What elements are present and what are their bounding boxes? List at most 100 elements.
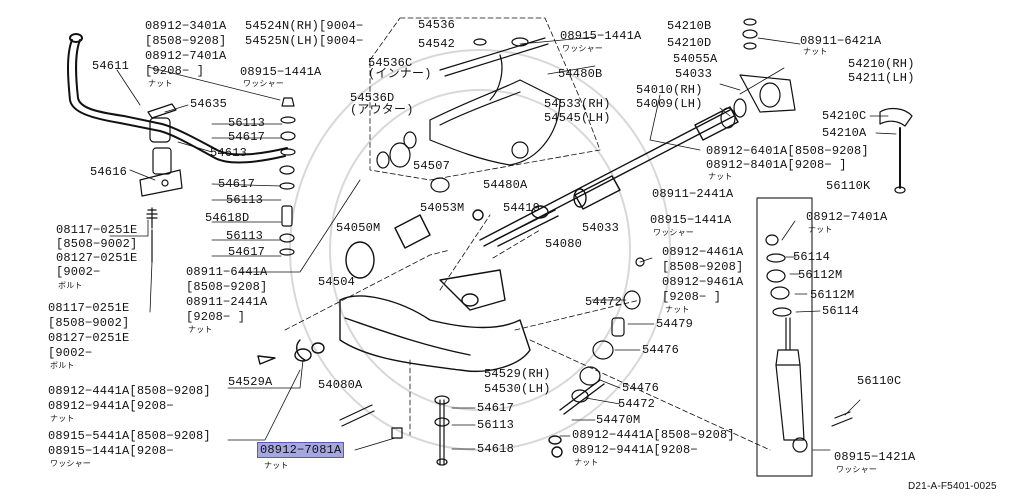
washer-note-c: ワッシャー — [653, 228, 694, 237]
part-08911-6421A: 08911−6421A — [800, 34, 882, 48]
nut-note-b: ナット — [803, 47, 828, 56]
part-54529-rh: 54529(RH) — [484, 367, 551, 381]
nut-note-d: ナット — [808, 225, 833, 234]
part-56113-b: 56113 — [226, 193, 264, 207]
part-54545-lh: 54545(LH) — [544, 111, 611, 125]
part-54611: 54611 — [92, 59, 130, 73]
dashed-outline-lines — [284, 17, 771, 451]
part-56110K: 56110K — [826, 179, 871, 193]
washer-note-a: ワッシャー — [562, 44, 603, 53]
part-54536D: 54536D — [350, 91, 395, 105]
part-54616: 54616 — [90, 165, 128, 179]
part-54536C: 54536C — [368, 56, 413, 70]
part-54536: 54536 — [418, 18, 456, 32]
part-56113-d: 56113 — [477, 418, 515, 432]
range-8508-9208-b: [8508−9208] — [662, 260, 744, 274]
part-54472-b: 54472 — [618, 397, 656, 411]
part-08915-1441A-c: 08915−1441A — [650, 213, 732, 227]
range-8508-9208-a: [8508−9208] — [145, 34, 227, 48]
nut-note-c: ナット — [708, 172, 733, 181]
part-54613: 54613 — [210, 146, 248, 160]
nut-note-g: ナット — [50, 414, 75, 423]
part-08915-1441A-b: 08915−1441A — [240, 65, 322, 79]
part-54507: 54507 — [413, 159, 451, 173]
part-54533-rh: 54533(RH) — [544, 97, 611, 111]
part-54470M: 54470M — [596, 413, 641, 427]
part-56114-a: 56114 — [793, 250, 831, 264]
stabilizer-bracket — [139, 103, 183, 263]
washer-note-d: ワッシャー — [50, 459, 91, 468]
drawing-code: D21-A-F5401-0025 — [908, 481, 997, 492]
part-54055A: 54055A — [673, 52, 718, 66]
range-9208-b: [9208− ] — [662, 290, 722, 304]
part-54617-b: 54617 — [218, 177, 256, 191]
part-56110C: 56110C — [857, 374, 902, 388]
stabilizer-bar — [67, 33, 288, 164]
part-08915-1421A: 08915−1421A — [834, 450, 916, 464]
part-08127-0251E-b: 08127−0251E — [48, 331, 130, 345]
part-56112M-b: 56112M — [810, 288, 855, 302]
part-54210C: 54210C — [822, 109, 867, 123]
part-08912-7401A-b: 08912−7401A — [806, 210, 888, 224]
bolt-bottom — [339, 395, 450, 466]
nut-note-f: ナット — [188, 325, 213, 334]
part-08915-1441A-d: 08915−1441A[9208− — [48, 444, 174, 458]
part-54617-a: 54617 — [228, 130, 266, 144]
inner-note: (インナー) — [368, 67, 432, 81]
part-56113-c: 56113 — [226, 229, 264, 243]
part-54419: 54419 — [503, 201, 541, 215]
nut-note-i: ナット — [264, 461, 289, 470]
part-56113-a: 56113 — [228, 116, 266, 130]
part-54033-b: 54033 — [582, 221, 620, 235]
part-54542: 54542 — [418, 37, 456, 51]
leader-lines — [109, 36, 897, 451]
part-54617-d: 54617 — [477, 401, 515, 415]
upper-control-arm — [376, 37, 561, 193]
part-54480A: 54480A — [483, 178, 528, 192]
part-08915-1441A-a: 08915−1441A — [560, 29, 642, 43]
part-08912-6401A: 08912−6401A[8508−9208] — [706, 144, 869, 158]
part-08915-5441A: 08915−5441A[8508−9208] — [48, 429, 211, 443]
lower-control-arm — [257, 214, 531, 372]
part-08911-2441A-b: 08911−2441A — [186, 295, 268, 309]
range-8508-9208-c: [8508−9208] — [186, 280, 268, 294]
part-54504: 54504 — [318, 275, 356, 289]
part-54080: 54080 — [545, 237, 583, 251]
part-08912-8401A: 08912−8401A[9208− ] — [706, 158, 847, 172]
part-54635: 54635 — [190, 97, 228, 111]
range-8508-9002-b: [8508−9002] — [48, 316, 130, 330]
part-54476-a: 54476 — [642, 343, 680, 357]
part-54210B: 54210B — [667, 19, 712, 33]
part-54476-b: 54476 — [622, 381, 660, 395]
part-54210A: 54210A — [822, 126, 867, 140]
nut-note-a: ナット — [148, 79, 173, 88]
highlighted-part-08912-7081A[interactable]: 08912−7081A — [257, 442, 345, 458]
part-54033-a: 54033 — [675, 67, 713, 81]
part-56112M-a: 56112M — [798, 268, 843, 282]
bolt-note-a: ボルト — [58, 281, 83, 290]
part-54617-c: 54617 — [228, 245, 266, 259]
part-54524N: 54524N(RH)[9004− — [245, 19, 364, 33]
washer-note-e: ワッシャー — [836, 465, 877, 474]
watermark-emblem — [289, 49, 671, 451]
strut-bar — [494, 209, 605, 458]
part-54618: 54618 — [477, 442, 515, 456]
part-08912-4441A-a: 08912−4441A[8508−9208] — [48, 384, 211, 398]
nut-note-h: ナット — [574, 458, 599, 467]
part-54525N: 54525N(LH)[9004− — [245, 34, 364, 48]
range-9208-a: [9208− ] — [145, 64, 205, 78]
part-08912-7401A-a: 08912−7401A — [145, 49, 227, 63]
shock-absorber — [756, 197, 853, 477]
part-08912-4441A-b: 08912−4441A[8508−9208] — [572, 428, 735, 442]
part-56114-b: 56114 — [822, 304, 860, 318]
washer-note-b: ワッシャー — [243, 79, 284, 88]
part-54479: 54479 — [656, 317, 694, 331]
part-54480B: 54480B — [558, 67, 603, 81]
part-54210-rh: 54210(RH) — [848, 57, 915, 71]
part-08117-0251E-a: 08117−0251E — [56, 223, 138, 237]
part-08911-2441A-a: 08911−2441A — [652, 187, 734, 201]
part-54010-rh: 54010(RH) — [636, 83, 703, 97]
outer-note: (アウター) — [350, 103, 414, 117]
